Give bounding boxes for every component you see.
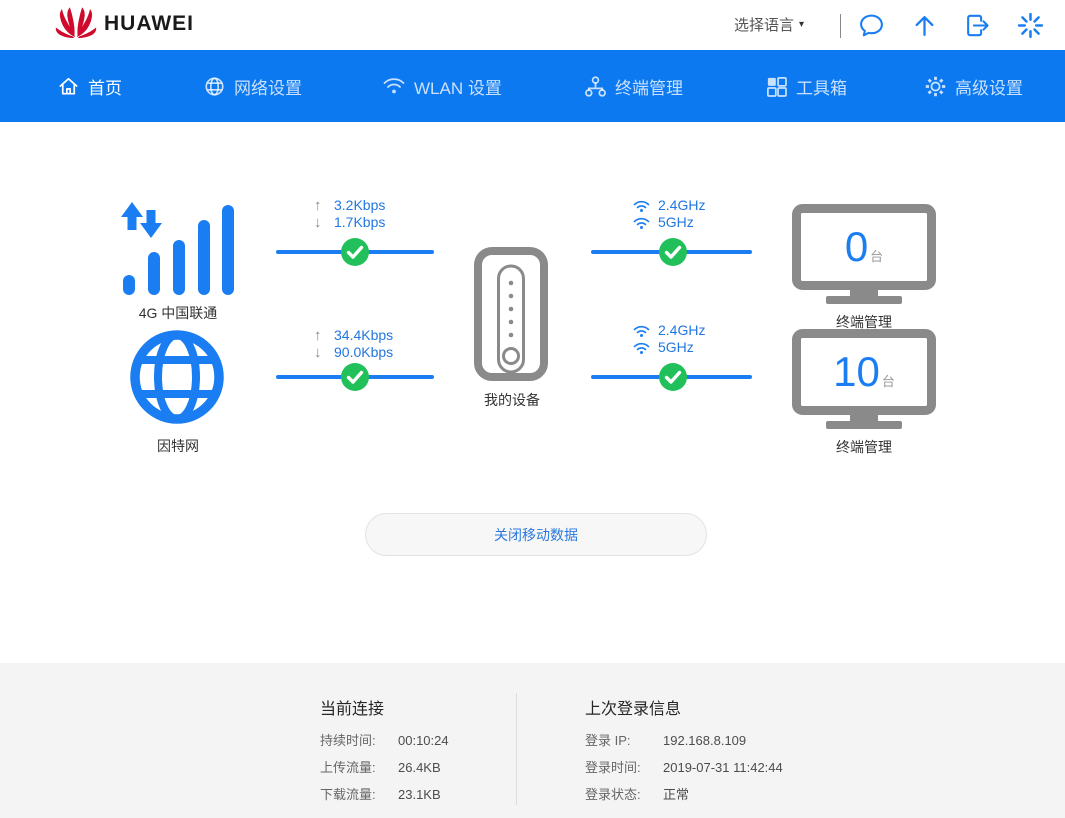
wifi-bands-1: 2.4GHz 5GHz — [633, 197, 705, 231]
wifi-band: 5GHz — [658, 339, 694, 355]
wifi-icon — [633, 342, 650, 354]
stat-row: 下载流量: 23.1KB — [320, 787, 449, 802]
device-label: 我的设备 — [484, 392, 540, 408]
stat-value: 正常 — [663, 787, 690, 802]
client-count-1: 0 台 — [792, 204, 936, 290]
upload-arrow-icon: ↑ — [314, 197, 322, 214]
status-check-icon — [659, 238, 687, 266]
main-nav: 首页 网络设置 WLAN 设置 — [0, 50, 1065, 122]
wifi-icon — [633, 200, 650, 212]
client-count-unit: 台 — [881, 373, 895, 389]
nav-item-label: 高级设置 — [955, 78, 1023, 98]
stat-label: 上传流量: — [320, 760, 376, 775]
toolbox-grid-icon — [767, 76, 787, 97]
stat-row: 上传流量: 26.4KB — [320, 760, 449, 775]
download-rate: 90.0Kbps — [334, 344, 394, 360]
gear-icon — [925, 76, 946, 96]
stat-row: 登录时间: 2019-07-31 11:42:44 — [585, 760, 783, 775]
last-login-title: 上次登录信息 — [585, 701, 682, 718]
nav-item-wlan-settings[interactable]: WLAN 设置 — [382, 50, 502, 122]
globe-icon — [205, 76, 224, 96]
router-device-icon — [474, 247, 548, 381]
nav-item-label: 工具箱 — [796, 78, 847, 98]
chat-icon[interactable] — [858, 12, 885, 39]
download-arrow-icon: ↓ — [314, 344, 322, 361]
client-monitor-label[interactable]: 终端管理 — [836, 439, 892, 455]
chevron-down-icon: ▾ — [799, 19, 805, 30]
client-count-unit: 台 — [870, 248, 884, 264]
page-footer: 当前连接 持续时间: 00:10:24 上传流量: 26.4KB 下载流量: 2… — [0, 663, 1065, 818]
internet-globe-icon — [130, 330, 224, 424]
stat-value: 23.1KB — [398, 787, 441, 802]
stat-label: 登录时间: — [585, 760, 641, 775]
stat-value: 26.4KB — [398, 760, 441, 775]
nav-item-toolbox[interactable]: 工具箱 — [765, 50, 847, 122]
huawei-flower-icon — [55, 7, 97, 38]
wan-rate-1: ↑ 3.2Kbps ↓ 1.7Kbps — [314, 197, 385, 231]
stat-label: 登录状态: — [585, 787, 641, 802]
nav-item-label: 首页 — [88, 78, 122, 98]
download-rate: 1.7Kbps — [334, 214, 386, 230]
wan-rate-2: ↑ 34.4Kbps ↓ 90.0Kbps — [314, 327, 393, 361]
stat-label: 登录 IP: — [585, 733, 631, 748]
status-check-icon — [341, 363, 369, 391]
wifi-band: 2.4GHz — [658, 197, 706, 213]
footer-divider — [516, 693, 517, 805]
wifi-icon — [383, 78, 405, 94]
wifi-band: 2.4GHz — [658, 322, 706, 338]
client-monitor-label[interactable]: 终端管理 — [836, 314, 892, 330]
top-header: HUAWEI 选择语言 ▾ — [0, 0, 1065, 50]
nav-item-label: 网络设置 — [234, 78, 302, 98]
internet-label: 因特网 — [157, 438, 199, 454]
current-connection-section: 当前连接 持续时间: 00:10:24 上传流量: 26.4KB 下载流量: 2… — [320, 695, 449, 814]
status-check-icon — [341, 238, 369, 266]
toggle-mobile-data-button[interactable]: 关闭移动数据 — [365, 513, 707, 556]
stat-value: 00:10:24 — [398, 733, 449, 748]
stat-label: 下载流量: — [320, 787, 376, 802]
upload-rate: 3.2Kbps — [334, 197, 386, 213]
nav-item-network-settings[interactable]: 网络设置 — [203, 50, 302, 122]
home-icon — [59, 77, 78, 95]
nav-item-label: WLAN 设置 — [414, 78, 502, 98]
nav-item-device-management[interactable]: 终端管理 — [584, 50, 683, 122]
carrier-label: 4G 中国联通 — [138, 305, 218, 321]
stat-row: 持续时间: 00:10:24 — [320, 733, 449, 748]
devices-tree-icon — [585, 75, 606, 97]
logout-icon[interactable] — [964, 12, 991, 39]
stat-value: 192.168.8.109 — [663, 733, 747, 748]
language-label: 选择语言 — [734, 17, 795, 34]
header-divider — [840, 14, 841, 38]
nav-item-label: 终端管理 — [615, 78, 683, 98]
client-count-number: 10 — [833, 348, 880, 395]
wifi-band: 5GHz — [658, 214, 694, 230]
language-selector[interactable]: 选择语言 ▾ — [734, 14, 804, 35]
last-login-section: 上次登录信息 登录 IP: 192.168.8.109 登录时间: 2019-0… — [585, 695, 783, 814]
stat-value: 2019-07-31 11:42:44 — [663, 760, 783, 775]
status-check-icon — [659, 363, 687, 391]
brand-text: HUAWEI — [104, 12, 194, 35]
client-count-2: 10 台 — [792, 329, 936, 415]
current-connection-title: 当前连接 — [320, 701, 385, 718]
nav-item-home[interactable]: 首页 — [57, 50, 122, 122]
stat-row: 登录 IP: 192.168.8.109 — [585, 733, 783, 748]
huawei-logo: HUAWEI — [55, 7, 194, 41]
header-icon-group — [858, 12, 1044, 39]
stat-row: 登录状态: 正常 — [585, 787, 783, 802]
upload-rate: 34.4Kbps — [334, 327, 394, 343]
stat-label: 持续时间: — [320, 733, 376, 748]
wifi-bands-2: 2.4GHz 5GHz — [633, 322, 705, 356]
wifi-icon — [633, 325, 650, 337]
nav-item-advanced-settings[interactable]: 高级设置 — [924, 50, 1023, 122]
upload-arrow-icon: ↑ — [314, 327, 322, 344]
monitor-icon — [792, 204, 936, 304]
upload-icon[interactable] — [911, 12, 938, 39]
wifi-icon — [633, 217, 650, 229]
client-count-number: 0 — [844, 223, 869, 270]
cellular-signal-icon — [121, 202, 234, 295]
download-arrow-icon: ↓ — [314, 214, 322, 231]
loading-spinner-icon[interactable] — [1017, 12, 1044, 39]
monitor-icon — [792, 329, 936, 429]
